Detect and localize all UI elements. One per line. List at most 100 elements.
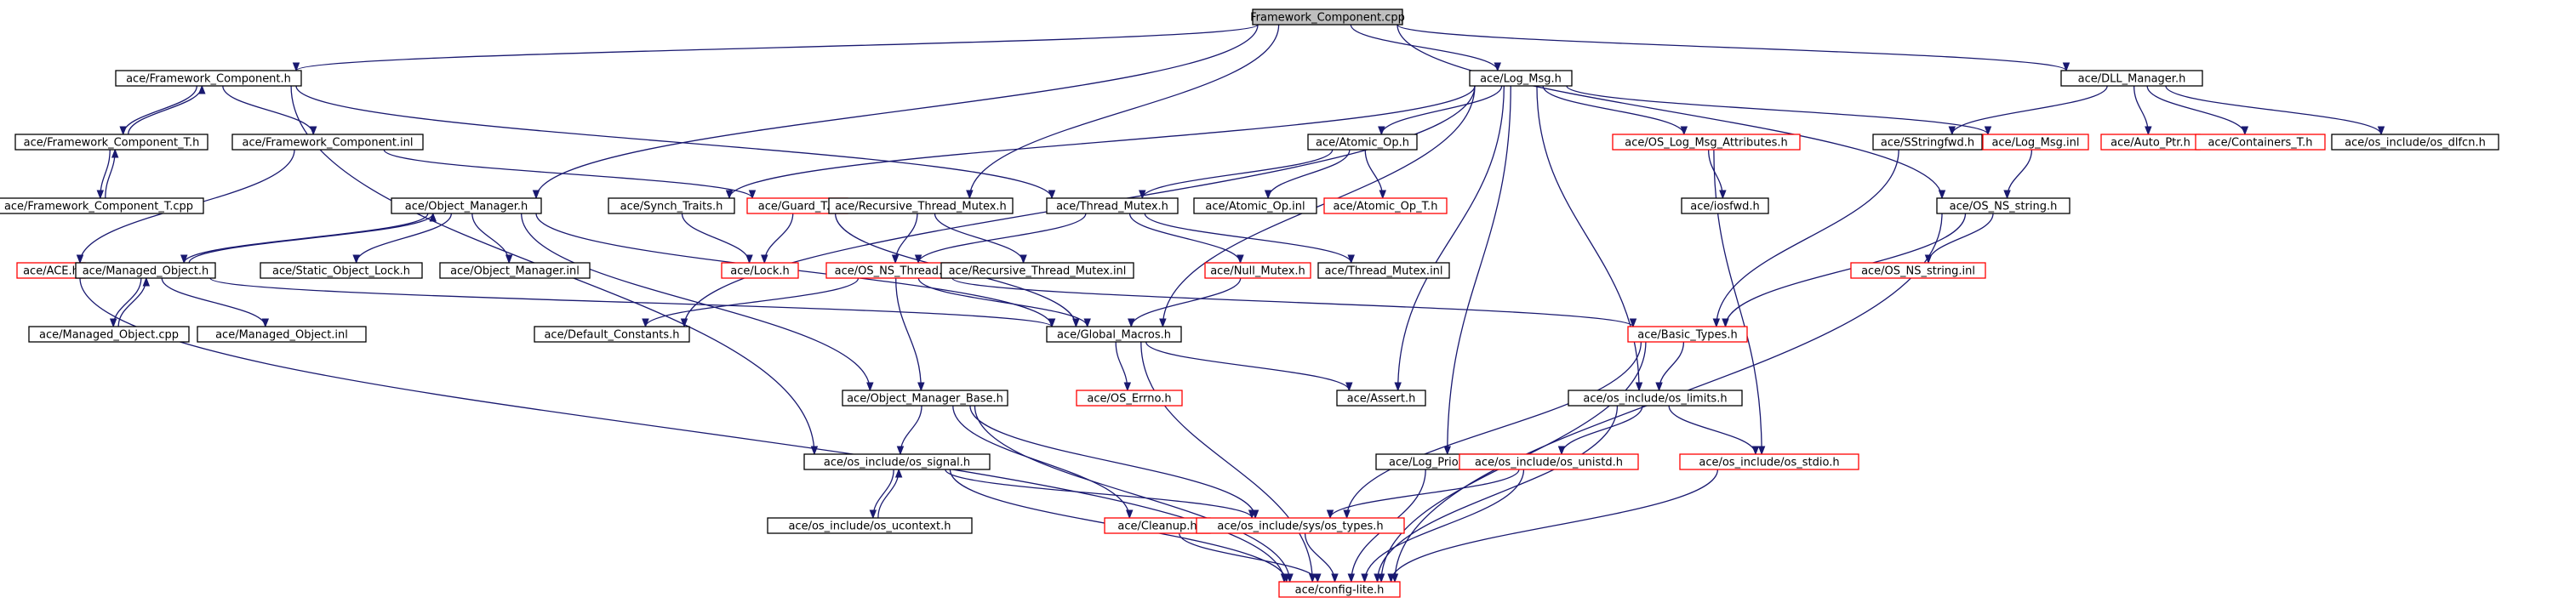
node-label: ace/Atomic_Op.h	[1316, 137, 1409, 150]
edge-sstringfwd-to-basic_types	[1712, 149, 1899, 328]
node-box	[1850, 262, 1986, 279]
edge-managed_obj-to-managed_obj_cpp	[109, 277, 142, 328]
node-ace-cleanup-h[interactable]: ace/Cleanup.h	[1104, 517, 1211, 534]
node-label: ace/Framework_Component.inl	[242, 137, 413, 150]
node-box	[1336, 390, 1426, 407]
edge-obj_mgr-to-static_obj_lock	[352, 213, 453, 265]
node-label: ace/Static_Object_Lock.h	[272, 265, 410, 278]
node-box	[1278, 581, 1401, 598]
edge-log_msg-to-log_priority	[1443, 85, 1511, 456]
node-ace-atomic-op-h[interactable]: ace/Atomic_Op.h	[1307, 134, 1418, 151]
node-label: ace/Managed_Object.inl	[215, 329, 348, 342]
node-ace-object-manager-h[interactable]: ace/Object_Manager.h	[391, 197, 542, 214]
edge-root-to-log_msg	[1350, 24, 1501, 72]
node-ace-os-ns-string-h[interactable]: ace/OS_NS_string.h	[1936, 197, 2071, 214]
node-box	[534, 326, 690, 343]
node-ace-managed-object-h[interactable]: ace/Managed_Object.h	[75, 262, 216, 279]
node-label: ace/Recursive_Thread_Mutex.inl	[949, 265, 1127, 278]
edge-log_msg_inl-to-os_ns_string	[2003, 149, 2033, 200]
edge-fc_h-to-fct_h	[119, 85, 197, 136]
node-ace-synch-traits-h[interactable]: ace/Synch_Traits.h	[608, 197, 735, 214]
node-ace-os-include-os-signal-h[interactable]: ace/os_include/os_signal.h	[803, 453, 991, 470]
edge-dll_mgr-to-auto_ptr	[2133, 85, 2152, 136]
node-ace-framework-component-t-h[interactable]: ace/Framework_Component_T.h	[14, 134, 208, 151]
node-label: ace/OS_Log_Msg_Attributes.h	[1625, 137, 1787, 150]
node-ace-recursive-thread-mutex-inl[interactable]: ace/Recursive_Thread_Mutex.inl	[940, 262, 1134, 279]
node-ace-auto-ptr-h[interactable]: ace/Auto_Ptr.h	[2100, 134, 2201, 151]
node-label: ace/Global_Macros.h	[1057, 329, 1171, 342]
node-ace-managed-object-inl[interactable]: ace/Managed_Object.inl	[197, 326, 367, 343]
node-label: ace/os_include/sys/os_types.h	[1217, 521, 1383, 533]
edge-os_ns_thread-to-global_macros	[917, 277, 1091, 328]
node-framework-component-cpp[interactable]: Framework_Component.cpp	[1250, 9, 1405, 26]
node-ace-os-include-sys-os-types-h[interactable]: ace/os_include/sys/os_types.h	[1196, 517, 1405, 534]
edge-global_macros-to-config_lite	[1140, 341, 1317, 583]
edge-fc_h-to-thr_mutex	[295, 85, 1056, 200]
node-box	[1317, 262, 1450, 279]
node-ace-os-include-os-stdio-h[interactable]: ace/os_include/os_stdio.h	[1679, 453, 1859, 470]
node-box	[391, 197, 542, 214]
edge-thr_mutex-to-thr_mutex_inl	[1144, 213, 1355, 265]
node-ace-atomic-op-inl[interactable]: ace/Atomic_Op.inl	[1193, 197, 1317, 214]
edge-log_msg-to-synch_traits	[725, 85, 1476, 200]
edge-os_unistd-to-sys_types	[1326, 469, 1520, 520]
nodes-layer: Framework_Component.cpp ace/Framework_Com…	[0, 9, 2499, 598]
node-ace-config-lite-h[interactable]: ace/config-lite.h	[1278, 581, 1401, 598]
node-ace-default-constants-h[interactable]: ace/Default_Constants.h	[534, 326, 690, 343]
node-box	[1681, 197, 1769, 214]
node-ace-os-include-os-unistd-h[interactable]: ace/os_include/os_unistd.h	[1459, 453, 1639, 470]
node-label: ace/config-lite.h	[1295, 584, 1385, 597]
node-ace-framework-component-h[interactable]: ace/Framework_Component.h	[115, 70, 302, 87]
node-ace-basic-types-h[interactable]: ace/Basic_Types.h	[1627, 326, 1748, 343]
node-ace-os-ns-thread-h[interactable]: ace/OS_NS_Thread.h	[825, 262, 958, 279]
edge-obj_mgr-to-obj_mgr_inl	[471, 213, 513, 265]
edges-layer	[76, 24, 2385, 583]
node-label: ace/Framework_Component_T.h	[24, 137, 200, 150]
node-ace-recursive-thread-mutex-h[interactable]: ace/Recursive_Thread_Mutex.h	[828, 197, 1014, 214]
node-ace-object-manager-base-h[interactable]: ace/Object_Manager_Base.h	[842, 390, 1008, 407]
node-ace-dll-manager-h[interactable]: ace/DLL_Manager.h	[2060, 70, 2203, 87]
node-ace-os-ns-string-inl[interactable]: ace/OS_NS_string.inl	[1850, 262, 1986, 279]
node-ace-ace-h[interactable]: ace/ACE.h	[16, 262, 86, 279]
node-ace-atomic-op-t-h[interactable]: ace/Atomic_Op_T.h	[1323, 197, 1448, 214]
node-ace-thread-mutex-inl[interactable]: ace/Thread_Mutex.inl	[1317, 262, 1450, 279]
node-ace-log-msg-inl[interactable]: ace/Log_Msg.inl	[1982, 134, 2089, 151]
node-box	[2331, 134, 2499, 151]
node-ace-os-errno-h[interactable]: ace/OS_Errno.h	[1076, 390, 1183, 407]
node-ace-global-macros-h[interactable]: ace/Global_Macros.h	[1046, 326, 1182, 343]
edge-log_msg-to-global_macros	[1159, 85, 1476, 328]
node-ace-thread-mutex-h[interactable]: ace/Thread_Mutex.h	[1046, 197, 1179, 214]
node-ace-null-mutex-h[interactable]: ace/Null_Mutex.h	[1204, 262, 1311, 279]
node-label: ace/Object_Manager_Base.h	[847, 393, 1003, 406]
node-ace-sstringfwd-h[interactable]: ace/SStringfwd.h	[1872, 134, 1983, 151]
node-label: ace/os_include/os_dlfcn.h	[2345, 137, 2486, 150]
node-ace-iosfwd-h[interactable]: ace/iosfwd.h	[1681, 197, 1769, 214]
node-ace-containers-t-h[interactable]: ace/Containers_T.h	[2195, 134, 2326, 151]
node-box	[767, 517, 973, 534]
node-ace-lock-h[interactable]: ace/Lock.h	[721, 262, 799, 279]
edge-dll_mgr-to-sstringfwd	[1948, 85, 2108, 136]
node-ace-os-include-os-dlfcn-h[interactable]: ace/os_include/os_dlfcn.h	[2331, 134, 2499, 151]
node-ace-framework-component-t-cpp[interactable]: ace/Framework_Component_T.cpp	[0, 197, 204, 214]
node-label: ace/Thread_Mutex.inl	[1324, 265, 1442, 278]
node-ace-object-manager-inl[interactable]: ace/Object_Manager.inl	[439, 262, 591, 279]
node-ace-assert-h[interactable]: ace/Assert.h	[1336, 390, 1426, 407]
node-box	[1627, 326, 1748, 343]
node-ace-os-include-os-ucontext-h[interactable]: ace/os_include/os_ucontext.h	[767, 517, 973, 534]
node-label: ace/SStringfwd.h	[1881, 137, 1974, 150]
node-label: ace/DLL_Manager.h	[2078, 73, 2186, 86]
edge-os_ns_thread-to-basic_types	[951, 277, 1637, 328]
node-ace-os-log-msg-attributes-h[interactable]: ace/OS_Log_Msg_Attributes.h	[1612, 134, 1801, 151]
node-ace-guard-t-h[interactable]: ace/Guard_T.h	[746, 197, 848, 214]
edge-thr_mutex-to-os_ns_thread	[914, 213, 1087, 265]
node-ace-managed-object-cpp[interactable]: ace/Managed_Object.cpp	[28, 326, 190, 343]
node-box	[842, 390, 1008, 407]
node-box	[439, 262, 591, 279]
node-ace-os-include-os-limits-h[interactable]: ace/os_include/os_limits.h	[1568, 390, 1743, 407]
node-ace-log-msg-h[interactable]: ace/Log_Msg.h	[1469, 70, 1573, 87]
node-ace-framework-component-inl[interactable]: ace/Framework_Component.inl	[231, 134, 424, 151]
edge-fc_h-to-fc_inl	[222, 85, 317, 136]
node-ace-static-object-lock-h[interactable]: ace/Static_Object_Lock.h	[260, 262, 423, 279]
edge-atomic_op-to-atomic_op_inl	[1264, 149, 1351, 200]
edge-managed_obj-to-managed_obj_inl	[161, 277, 270, 328]
